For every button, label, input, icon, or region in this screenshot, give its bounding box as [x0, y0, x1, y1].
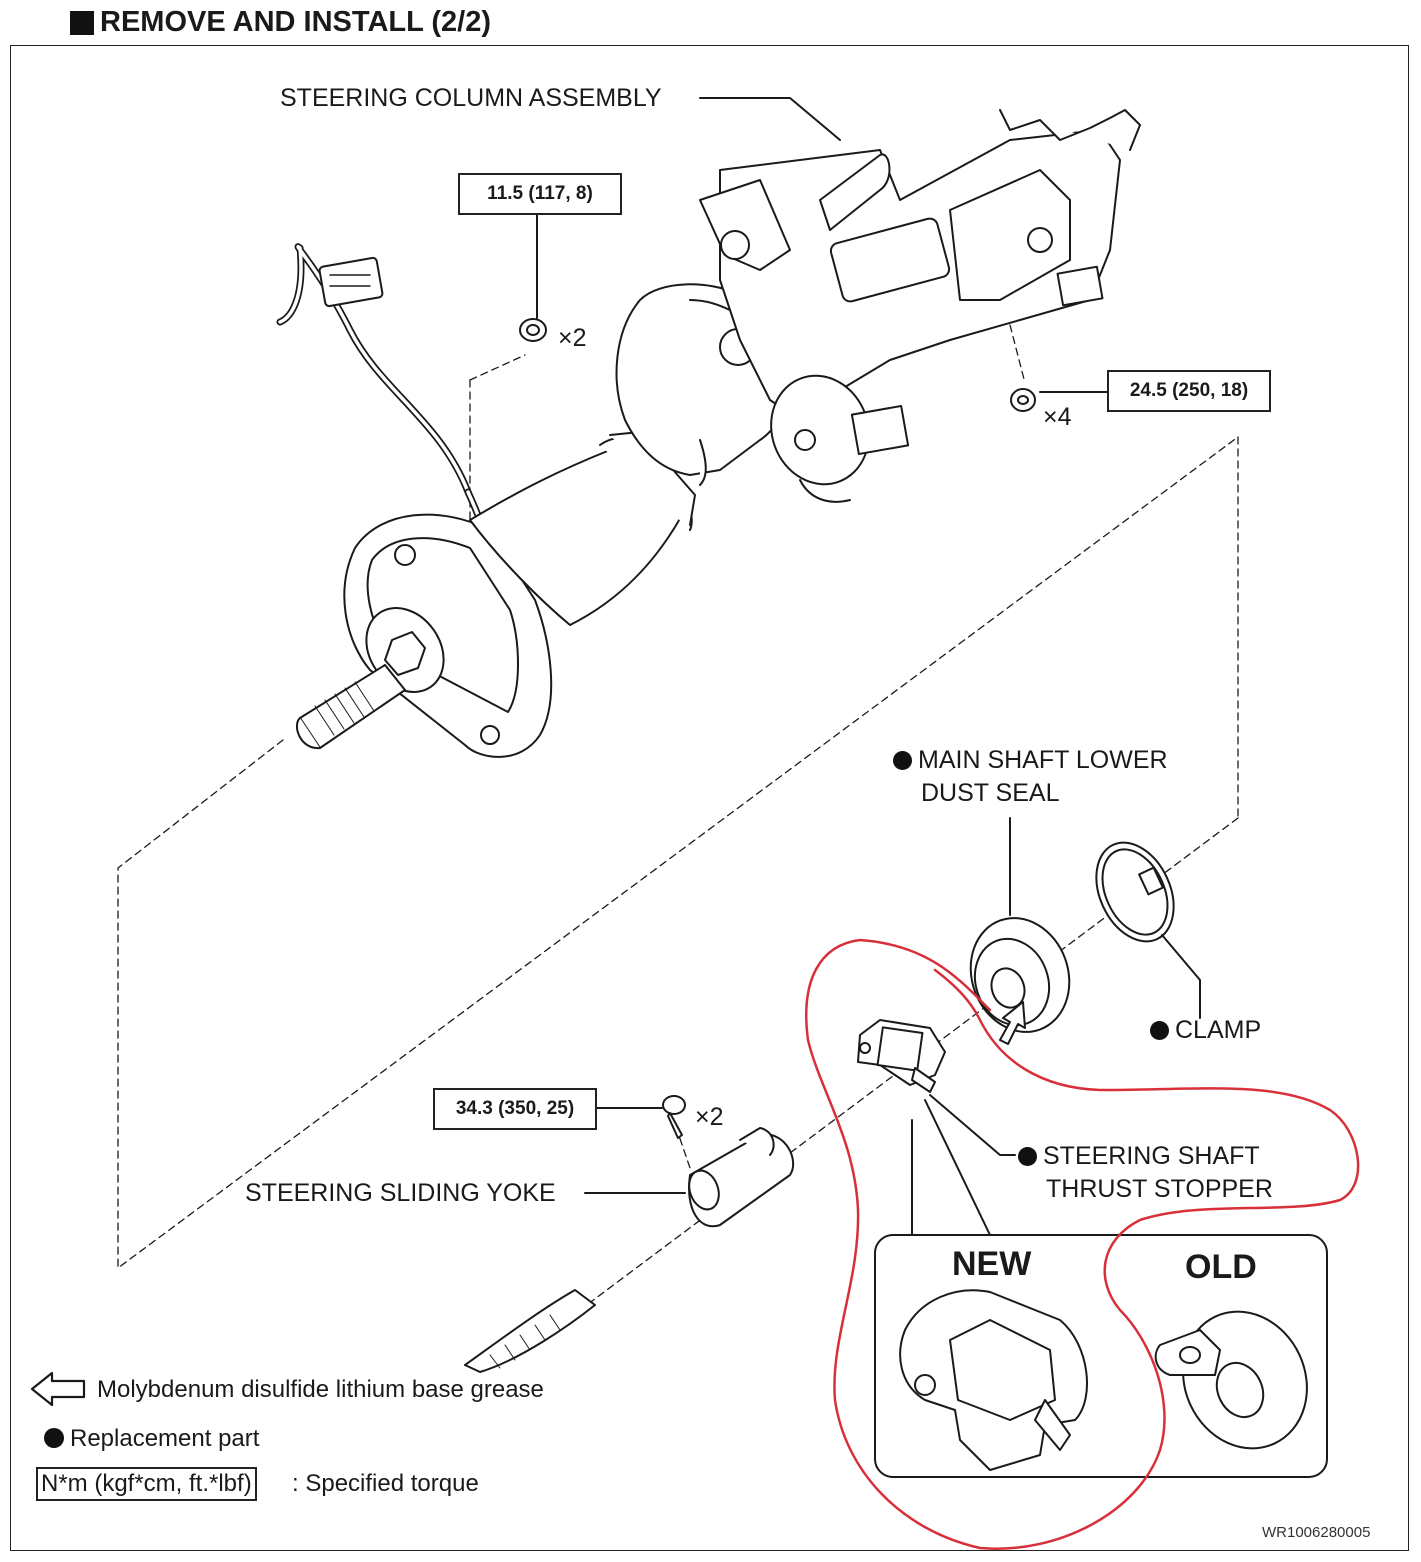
figure-id: WR1006280005	[1262, 1524, 1371, 1541]
lower-shaft	[295, 607, 445, 750]
label-steering-column-assembly: STEERING COLUMN ASSEMBLY	[280, 84, 662, 112]
replacement-dot-icon	[44, 1428, 64, 1448]
grease-arrow-icon	[999, 1001, 1026, 1045]
legend-torque-desc: : Specified torque	[292, 1470, 479, 1497]
qty-bolt-right: ×4	[1043, 403, 1072, 431]
nut-top-icon	[519, 318, 547, 342]
torque-box-yoke-bolt: 34.3 (350, 25)	[433, 1088, 597, 1130]
nut-right-icon	[1010, 388, 1036, 412]
qty-nut-top: ×2	[558, 324, 587, 352]
thrust-stopper-leader	[929, 1094, 1016, 1156]
page-heading: REMOVE AND INSTALL (2/2)	[70, 6, 491, 39]
grease-legend-arrow-icon	[30, 1371, 86, 1407]
column-assembly-leader	[699, 97, 841, 141]
torque-box-nut-top: 11.5 (117, 8)	[458, 173, 622, 215]
replacement-dot-icon	[1018, 1147, 1037, 1166]
heading-text: REMOVE AND INSTALL (2/2)	[100, 6, 491, 38]
heading-square-icon	[70, 10, 94, 35]
thrust-stopper-small	[857, 1019, 946, 1093]
legend-replacement: Replacement part	[44, 1425, 259, 1453]
label-thrust-stopper: STEERING SHAFT THRUST STOPPER	[1018, 1140, 1273, 1206]
intermediate-shaft-spline	[464, 1289, 596, 1373]
clamp	[1095, 841, 1175, 943]
clamp-leader	[1161, 934, 1201, 1019]
thrust-stopper-old	[1154, 1310, 1308, 1450]
column-boot	[469, 431, 696, 626]
thrust-stopper-new	[899, 1289, 1088, 1471]
qty-yoke-bolt: ×2	[695, 1103, 724, 1131]
red-annotation-loop	[805, 938, 1360, 1550]
label-dust-seal: MAIN SHAFT LOWER DUST SEAL	[893, 744, 1168, 810]
legend-grease: Molybdenum disulfide lithium base grease	[97, 1376, 544, 1403]
label-old: OLD	[1185, 1248, 1257, 1286]
label-clamp: CLAMP	[1150, 1018, 1261, 1043]
steering-column-lower-bracket	[343, 513, 553, 758]
replacement-dot-icon	[1150, 1021, 1169, 1040]
upper-column-assembly	[615, 109, 1141, 503]
label-sliding-yoke: STEERING SLIDING YOKE	[245, 1179, 556, 1207]
diagram-frame	[10, 45, 1409, 1551]
replacement-dot-icon	[893, 751, 912, 770]
legend-torque-unit: N*m (kgf*cm, ft.*lbf)	[36, 1467, 257, 1501]
thrust-stopper-leader-3	[924, 1099, 991, 1236]
torque-box-bolt-right: 24.5 (250, 18)	[1107, 370, 1271, 412]
yoke-bolt-icon	[662, 1095, 686, 1139]
label-new: NEW	[952, 1245, 1032, 1283]
steering-sliding-yoke	[688, 1127, 795, 1228]
main-shaft-dust-seal	[969, 917, 1071, 1033]
